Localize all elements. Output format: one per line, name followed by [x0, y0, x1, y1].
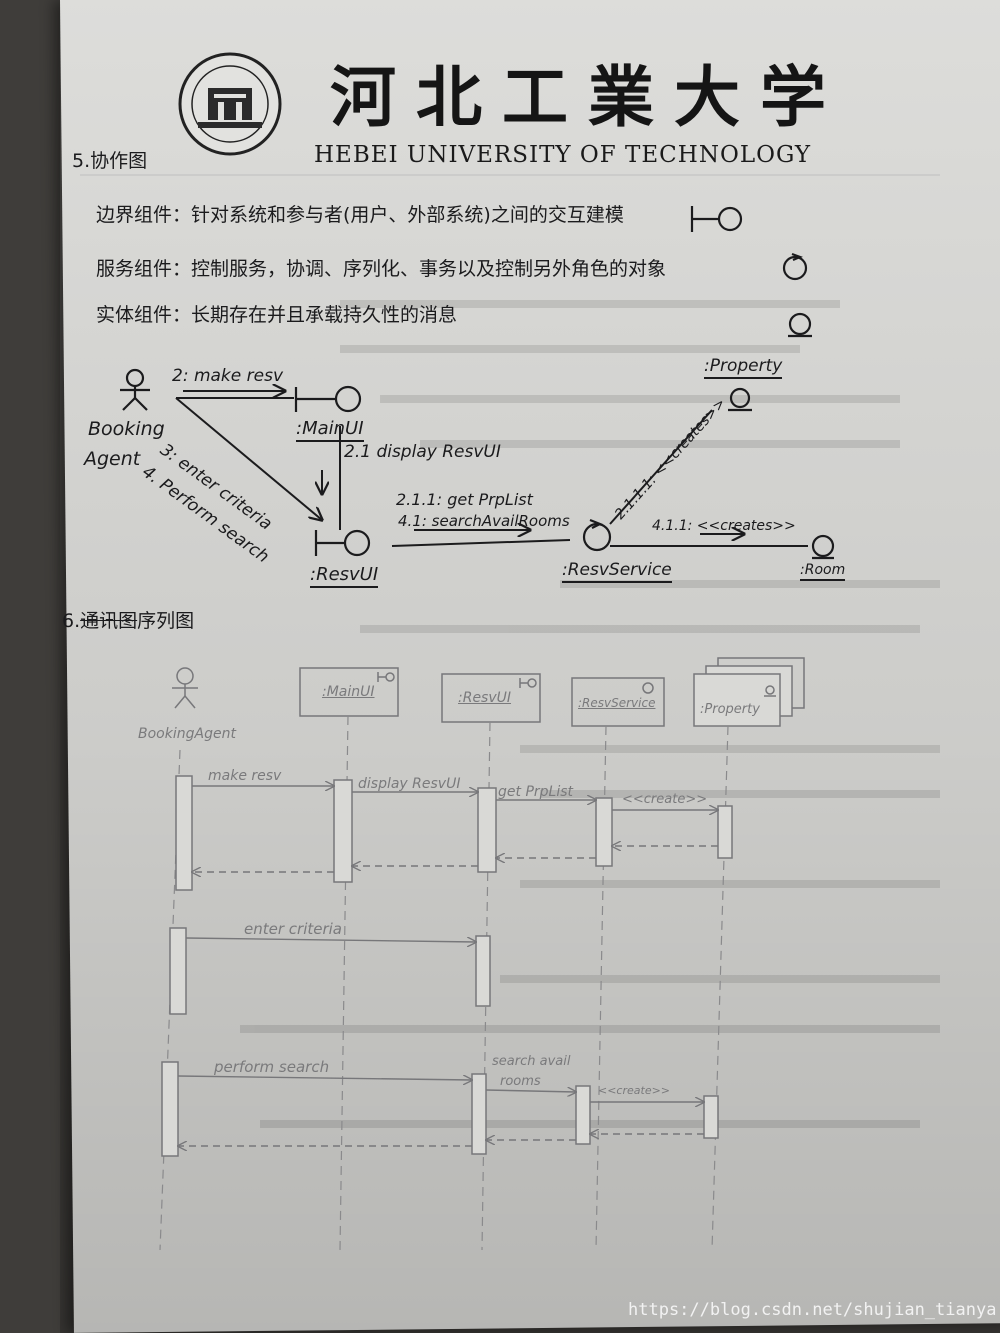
msg-display-resvui: 2.1 display ResvUI — [344, 442, 501, 462]
seq-label-resvservice: :ResvService — [578, 696, 656, 710]
control-icon — [782, 252, 808, 281]
seq-label-resvui: :ResvUI — [458, 690, 512, 706]
collab-resvservice-icon — [582, 518, 612, 552]
seq-msg-make-resv: make resv — [208, 768, 282, 784]
seq-label-agent: BookingAgent — [138, 726, 236, 742]
seq-messages — [178, 786, 718, 1146]
collab-label-room: :Room — [800, 562, 846, 581]
definition-entity: 实体组件：长期存在并且承载持久性的消息 — [96, 304, 458, 326]
watermark-url: https://blog.csdn.net/shujian_tianya — [628, 1300, 997, 1320]
section6-number: 6. — [62, 610, 81, 632]
collab-room-icon — [811, 534, 835, 560]
university-seal — [178, 52, 282, 156]
definition-control: 服务组件：控制服务，协调、序列化、事务以及控制另外角色的对象 — [96, 258, 667, 280]
seq-msg-display-resvui: display ResvUI — [358, 776, 461, 792]
section6-title-word: 序列图 — [137, 610, 195, 632]
collab-actor-name-2: Agent — [84, 448, 141, 470]
collab-label-resvservice: :ResvService — [562, 560, 672, 583]
collab-actor-name-1: Booking — [88, 418, 165, 440]
boundary-icon — [690, 206, 743, 232]
seq-frames — [172, 657, 805, 727]
msg-make-resv: 2: make resv — [172, 366, 283, 386]
entity-icon — [788, 312, 812, 338]
seq-activations — [161, 775, 733, 1157]
seq-msg-create-2: <<create>> — [598, 1084, 671, 1097]
seq-msg-search-avail-2: rooms — [500, 1074, 541, 1089]
seq-msg-create-1: <<create>> — [622, 792, 708, 807]
collab-label-resvui: :ResvUI — [310, 564, 379, 588]
seq-msg-perform-search: perform search — [214, 1058, 330, 1076]
collab-actor — [120, 368, 150, 411]
seq-msg-enter-criteria: enter criteria — [244, 920, 342, 938]
section6-struck-word: 通讯图 — [80, 610, 138, 632]
seq-label-property: :Property — [700, 702, 760, 717]
seq-msg-get-prplist: get PrpList — [498, 784, 573, 800]
collab-mainui-icon — [294, 385, 362, 413]
seq-msg-search-avail-1: search avail — [492, 1054, 571, 1069]
collab-label-property: :Property — [704, 356, 783, 379]
seq-label-mainui: :MainUI — [322, 684, 375, 700]
section5-title: 5.协作图 — [72, 150, 148, 172]
university-name-cn: 河北工業大学 — [330, 58, 846, 136]
collab-resvui-icon — [314, 529, 371, 557]
msg-search-avail-rooms: 4.1: searchAvailRooms — [398, 512, 570, 530]
msg-creates-room: 4.1.1: <<creates>> — [652, 518, 796, 534]
collab-property-icon — [728, 387, 752, 412]
msg-get-prplist: 2.1.1: get PrpList — [396, 490, 533, 509]
collab-label-mainui: :MainUI — [296, 418, 364, 442]
definition-boundary: 边界组件：针对系统和参与者(用户、外部系统)之间的交互建模 — [96, 204, 624, 226]
collab-links — [175, 391, 808, 547]
university-name-en: HEBEI UNIVERSITY OF TECHNOLOGY — [314, 142, 812, 168]
section6-title: 6.通讯图序列图 — [62, 606, 194, 633]
